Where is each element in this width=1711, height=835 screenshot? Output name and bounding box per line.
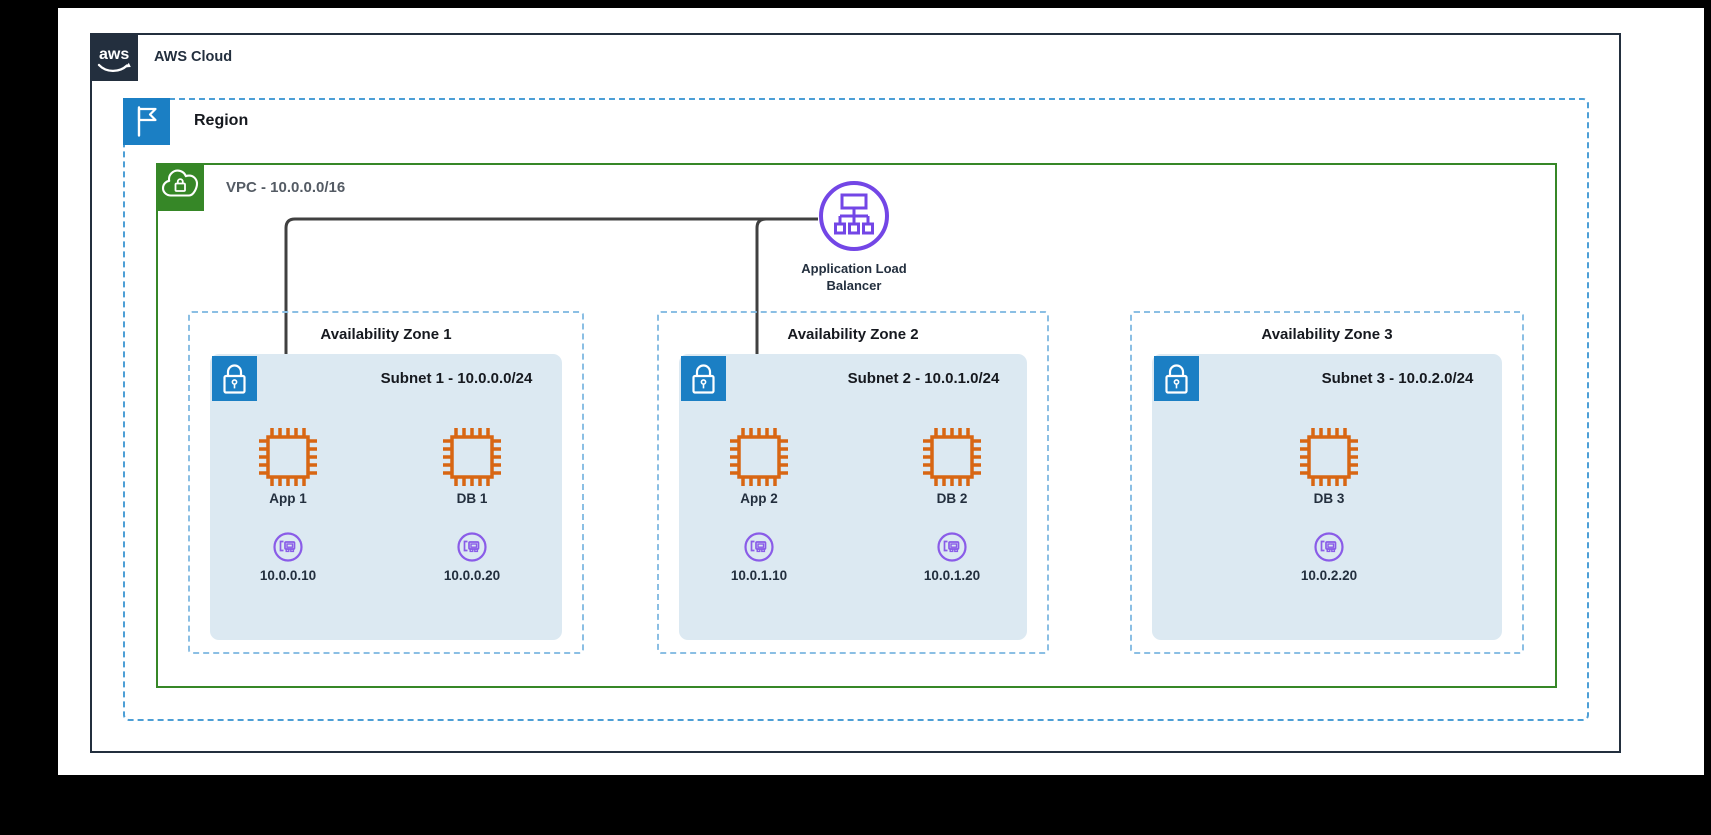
node-db-2[interactable]: DB 2 10.0.1.20 — [882, 426, 1022, 583]
subnet-title: Subnet 1 - 10.0.0.0/24 — [380, 370, 533, 387]
aws-logo-icon: aws — [90, 33, 138, 81]
ip-label: 10.0.0.20 — [443, 568, 501, 583]
diagram-canvas: aws AWS Cloud Region VPC - 10.0.0.0/16 — [58, 8, 1704, 775]
region-flag-icon — [123, 98, 170, 145]
instance-chip-icon — [1300, 428, 1358, 486]
aws-cloud-label: AWS Cloud — [154, 49, 233, 65]
az-title: Availability Zone 2 — [787, 326, 919, 343]
availability-zone-1[interactable]: Availability Zone 1 Subnet 1 - 10.0.0.0/… — [188, 311, 584, 654]
ip-label: 10.0.2.20 — [1300, 568, 1358, 583]
availability-zone-2[interactable]: Availability Zone 2 Subnet 2 - 10.0.1.0/… — [657, 311, 1049, 654]
network-interface-icon — [937, 532, 967, 562]
alb-label: Application Load Balancer — [801, 261, 907, 293]
region-label: Region — [194, 112, 249, 129]
instance-chip-icon — [730, 428, 788, 486]
az-title: Availability Zone 3 — [1261, 326, 1393, 343]
svg-text:aws: aws — [99, 46, 129, 63]
alb-icon — [819, 181, 889, 251]
subnet-title: Subnet 2 - 10.0.1.0/24 — [847, 370, 1000, 387]
node-label: DB 2 — [936, 491, 968, 506]
network-interface-icon — [1314, 532, 1344, 562]
subnet-lock-icon — [681, 356, 726, 401]
region-group-box[interactable] — [123, 98, 1589, 721]
alb-node[interactable] — [816, 178, 892, 254]
az-title: Availability Zone 1 — [320, 326, 452, 343]
subnet-box-3[interactable]: Subnet 3 - 10.0.2.0/24 DB 3 10.0.2.20 — [1152, 354, 1502, 640]
node-app-2[interactable]: App 2 10.0.1.10 — [689, 426, 829, 583]
vpc-cloud-lock-icon — [156, 163, 204, 211]
network-interface-icon — [273, 532, 303, 562]
instance-chip-icon — [923, 428, 981, 486]
network-interface-icon — [744, 532, 774, 562]
node-label: App 2 — [740, 491, 778, 506]
subnet-box-2[interactable]: Subnet 2 - 10.0.1.0/24 App 2 10.0.1.10 — [679, 354, 1027, 640]
network-interface-icon — [457, 532, 487, 562]
availability-zone-3[interactable]: Availability Zone 3 Subnet 3 - 10.0.2.0/… — [1130, 311, 1524, 654]
node-label: DB 1 — [456, 491, 488, 506]
vpc-group-box[interactable] — [156, 163, 1557, 688]
instance-chip-icon — [443, 428, 501, 486]
subnet-lock-icon — [212, 356, 257, 401]
node-db-1[interactable]: DB 1 10.0.0.20 — [402, 426, 542, 583]
subnet-title: Subnet 3 - 10.0.2.0/24 — [1321, 370, 1474, 387]
vpc-label: VPC - 10.0.0.0/16 — [226, 179, 346, 196]
node-app-1[interactable]: App 1 10.0.0.10 — [218, 426, 358, 583]
ip-label: 10.0.1.20 — [923, 568, 981, 583]
subnet-box-1[interactable]: Subnet 1 - 10.0.0.0/24 App 1 10.0.0.10 — [210, 354, 562, 640]
ip-label: 10.0.1.10 — [730, 568, 788, 583]
node-label: App 1 — [269, 491, 307, 506]
node-db-3[interactable]: DB 3 10.0.2.20 — [1259, 426, 1399, 583]
instance-chip-icon — [259, 428, 317, 486]
ip-label: 10.0.0.10 — [259, 568, 317, 583]
node-label: DB 3 — [1313, 491, 1345, 506]
subnet-lock-icon — [1154, 356, 1199, 401]
